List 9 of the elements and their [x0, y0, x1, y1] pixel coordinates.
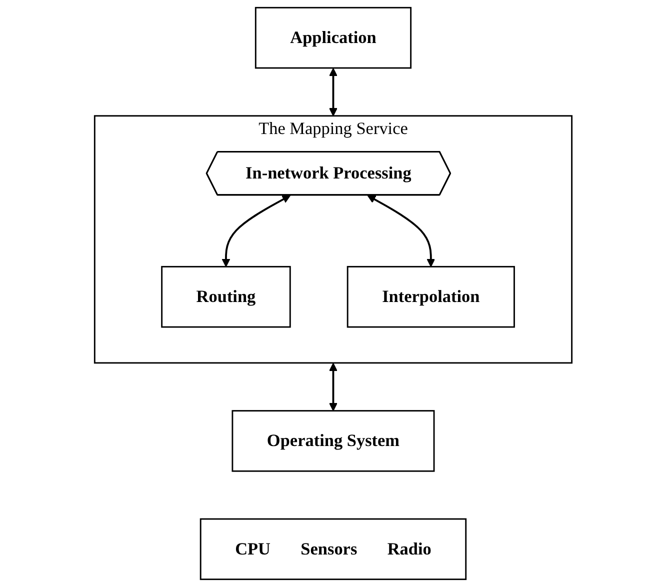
node-box: Operating System	[232, 410, 435, 472]
arrow	[368, 195, 436, 268]
node-box: Application	[255, 6, 412, 69]
node-box: Interpolation	[347, 266, 516, 328]
arrow	[222, 195, 291, 268]
arrow	[329, 362, 338, 412]
node-box: CPU Sensors Radio	[200, 518, 467, 580]
arrow	[329, 68, 338, 116]
node-box: Routing	[161, 266, 292, 328]
